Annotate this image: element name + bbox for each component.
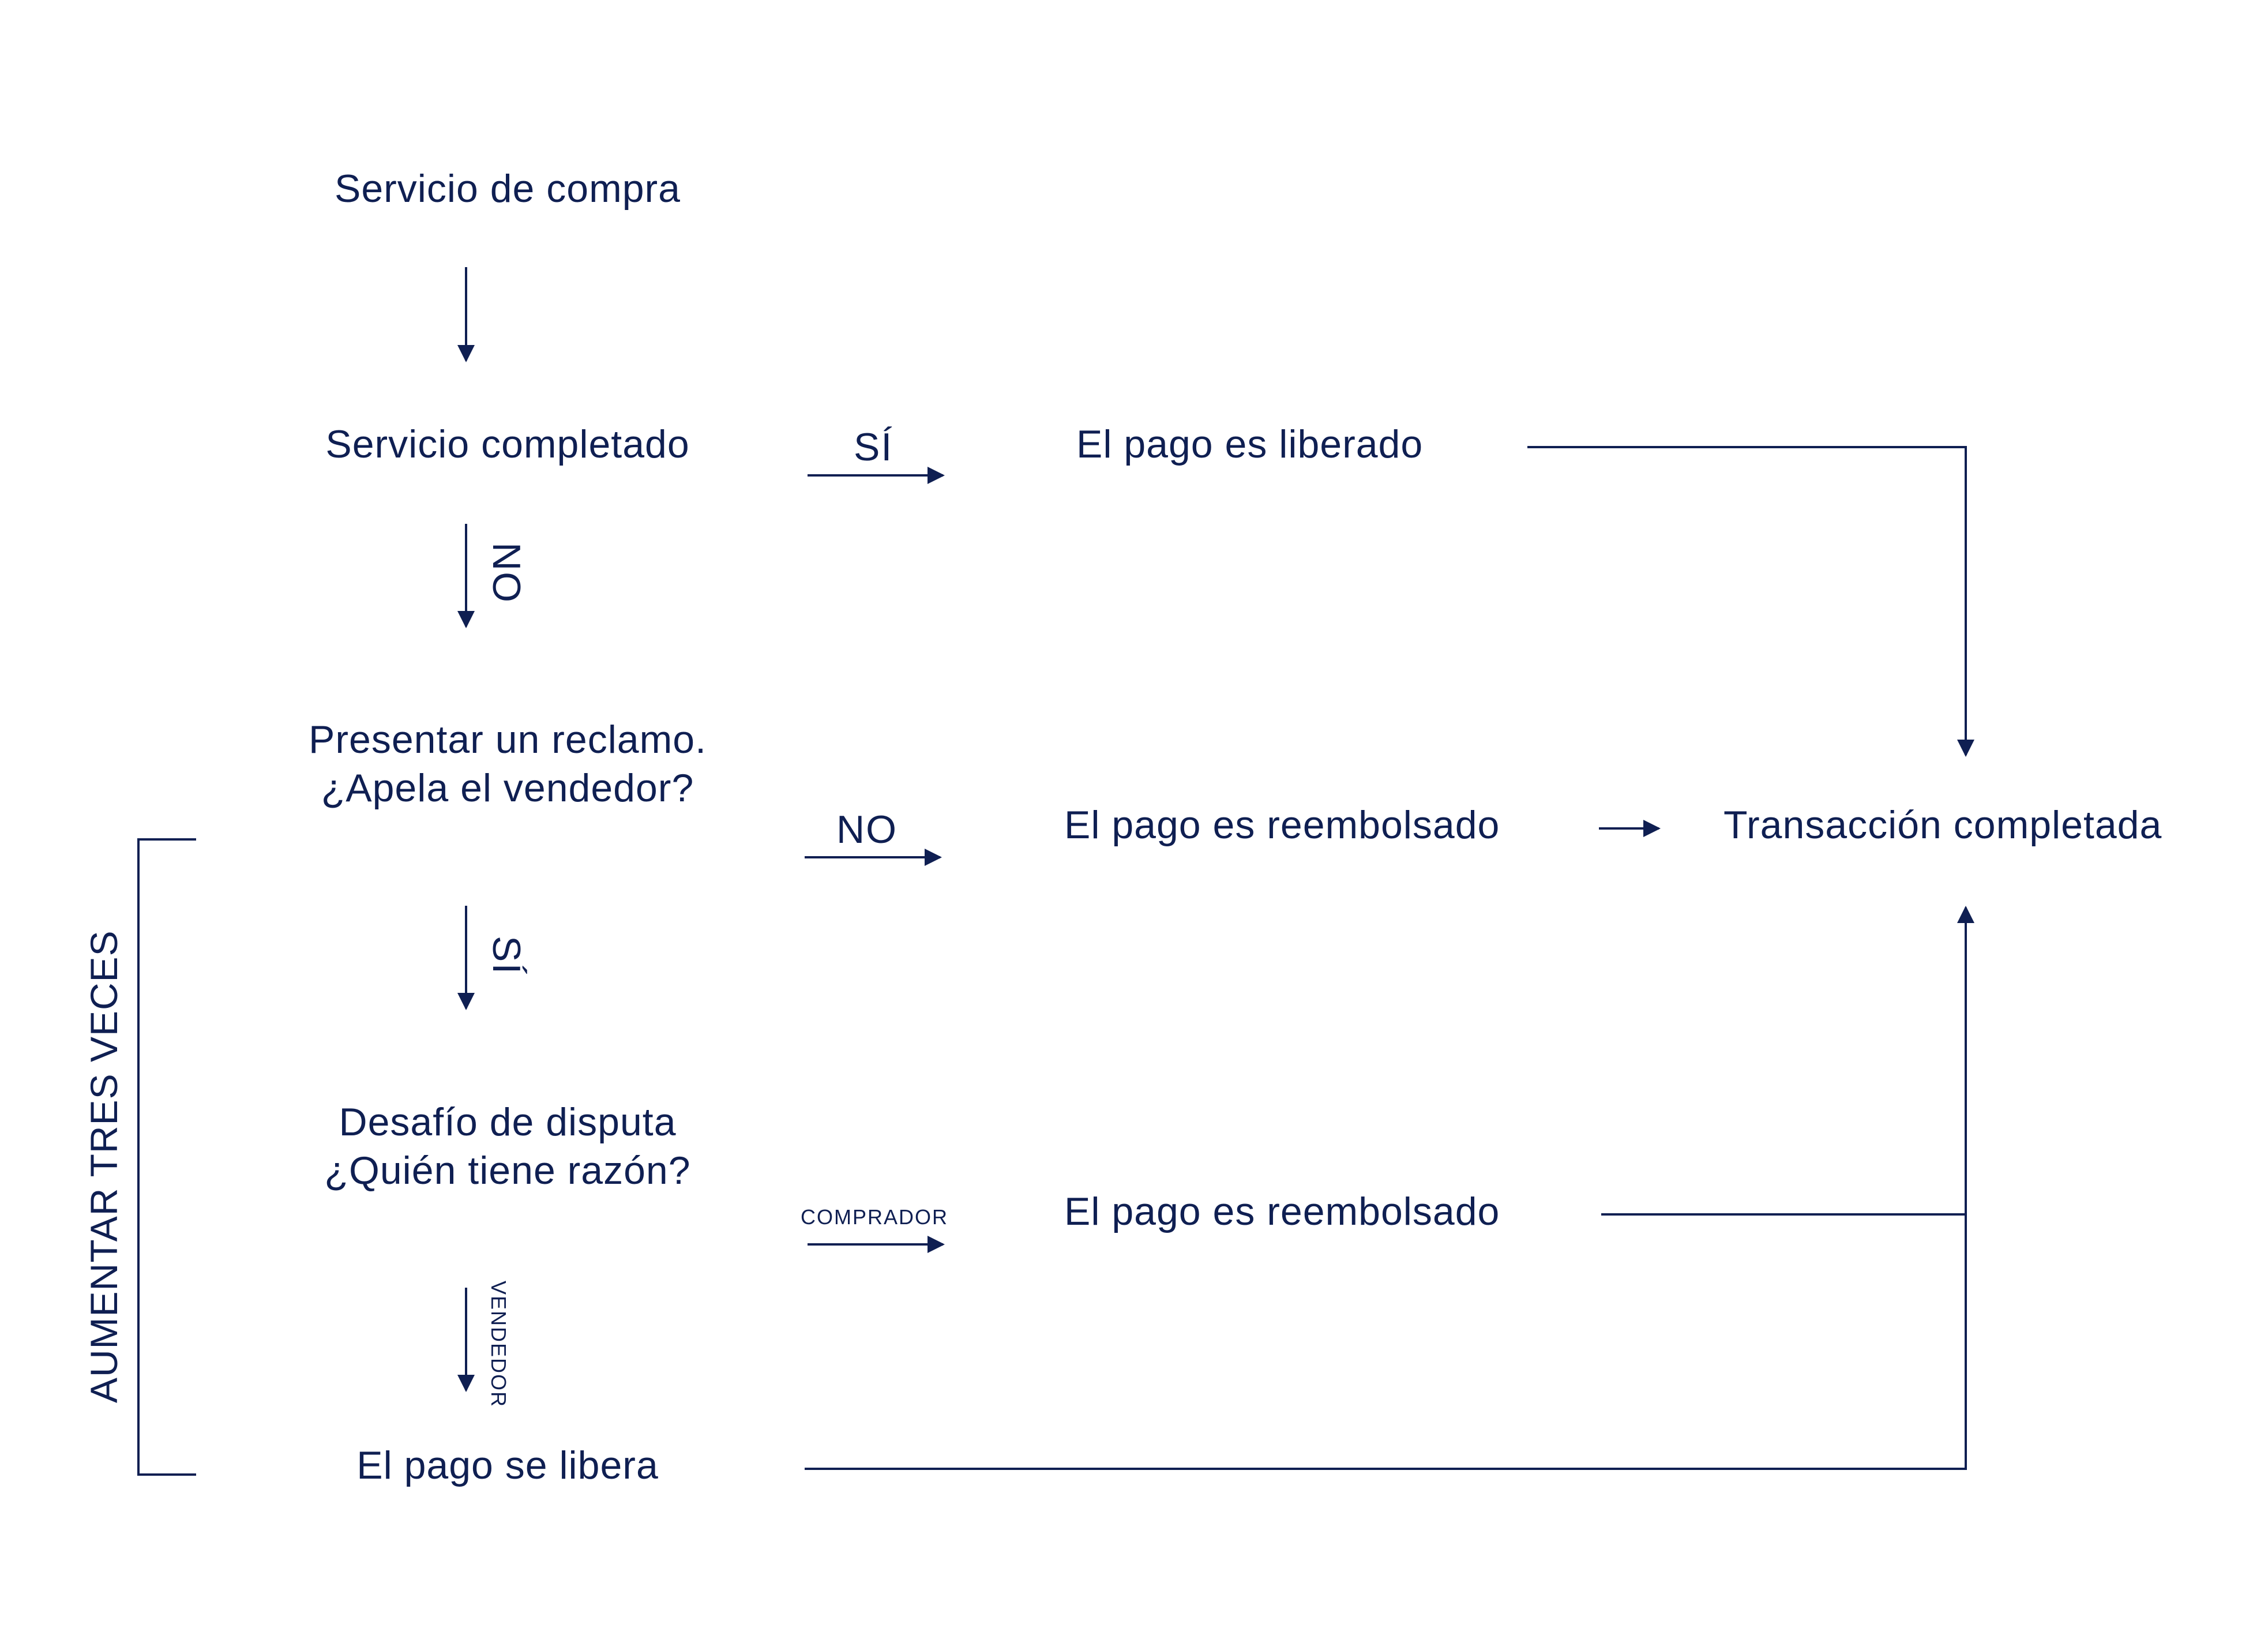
edge-label-buyer: COMPRADOR <box>801 1205 949 1229</box>
edge-label-no-2: NO <box>836 808 898 852</box>
repeat-bracket <box>137 838 196 1476</box>
edge-label-no-1: NO <box>485 542 528 603</box>
node-dispute: Desafío de disputa ¿Quién tiene razón? <box>254 1098 761 1195</box>
node-start: Servicio de compra <box>288 164 727 213</box>
node-service-completed-text: Servicio completado <box>325 422 690 466</box>
node-payment-refunded-1-text: El pago es reembolsado <box>1064 803 1500 847</box>
node-transaction-completed-text: Transacción completada <box>1723 803 2162 847</box>
node-service-completed: Servicio completado <box>277 420 738 468</box>
node-file-claim: Presentar un reclamo. ¿Apela el vendedor… <box>254 715 761 812</box>
node-payment-released-final: El pago se libera <box>288 1441 727 1490</box>
node-dispute-line2: ¿Quién tiene razón? <box>324 1149 691 1192</box>
node-payment-refunded-2: El pago es reembolsado <box>1064 1187 1500 1236</box>
edge-label-yes-2: SÍ <box>485 936 528 976</box>
node-payment-refunded-2-text: El pago es reembolsado <box>1064 1190 1500 1233</box>
node-dispute-line1: Desafío de disputa <box>339 1100 677 1144</box>
edge-label-yes-1: SÍ <box>854 425 893 469</box>
node-payment-released-final-text: El pago se libera <box>356 1443 659 1487</box>
node-file-claim-line2: ¿Apela el vendedor? <box>321 766 694 810</box>
edge-label-seller: VENDEDOR <box>487 1281 510 1408</box>
node-payment-released-text: El pago es liberado <box>1076 422 1424 466</box>
node-start-text: Servicio de compra <box>334 167 681 211</box>
node-transaction-completed: Transacción completada <box>1723 801 2162 849</box>
connector-released-to-transaction <box>1527 446 1974 757</box>
repeat-bracket-label: AUMENTAR TRES VECES <box>82 930 125 1403</box>
connector-final-to-transaction <box>805 906 1974 1470</box>
node-file-claim-line1: Presentar un reclamo. <box>309 718 707 762</box>
node-payment-released: El pago es liberado <box>1076 420 1423 468</box>
node-payment-refunded-1: El pago es reembolsado <box>1064 801 1500 849</box>
